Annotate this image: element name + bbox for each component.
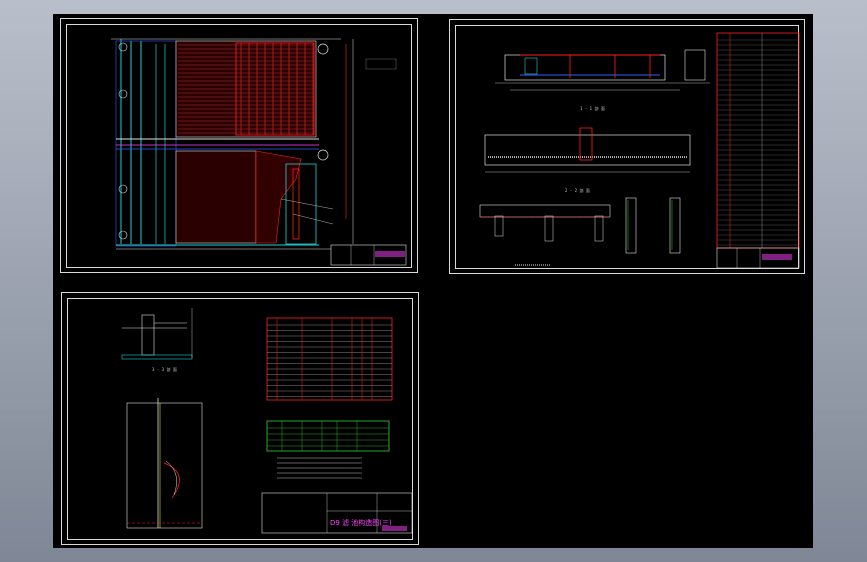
plan-drawing <box>111 38 407 266</box>
plan-sheet-border <box>66 24 412 268</box>
svg-text:1 - 1 剖 面: 1 - 1 剖 面 <box>580 105 605 111</box>
detail-sheet[interactable]: 3 - 3 剖 面 D9 滤 池构造图(三) <box>61 292 419 545</box>
section-sheet-border <box>455 25 799 269</box>
section-sheet[interactable]: 1 - 1 剖 面 2 - 2 剖 面 <box>449 19 805 274</box>
detail-drawing: 3 - 3 剖 面 D9 滤 池构造图(三) <box>121 308 413 534</box>
detail-sheet-border <box>67 298 413 540</box>
svg-text:3 - 3 剖 面: 3 - 3 剖 面 <box>152 366 177 372</box>
drawing-title: D9 滤 池构造图(三) <box>330 518 392 527</box>
section-drawing: 1 - 1 剖 面 2 - 2 剖 面 <box>479 32 800 269</box>
drawing-canvas[interactable]: 1 - 1 剖 面 2 - 2 剖 面 <box>53 14 813 548</box>
plan-sheet[interactable] <box>60 18 418 273</box>
svg-text:2 - 2 剖 面: 2 - 2 剖 面 <box>565 187 590 193</box>
